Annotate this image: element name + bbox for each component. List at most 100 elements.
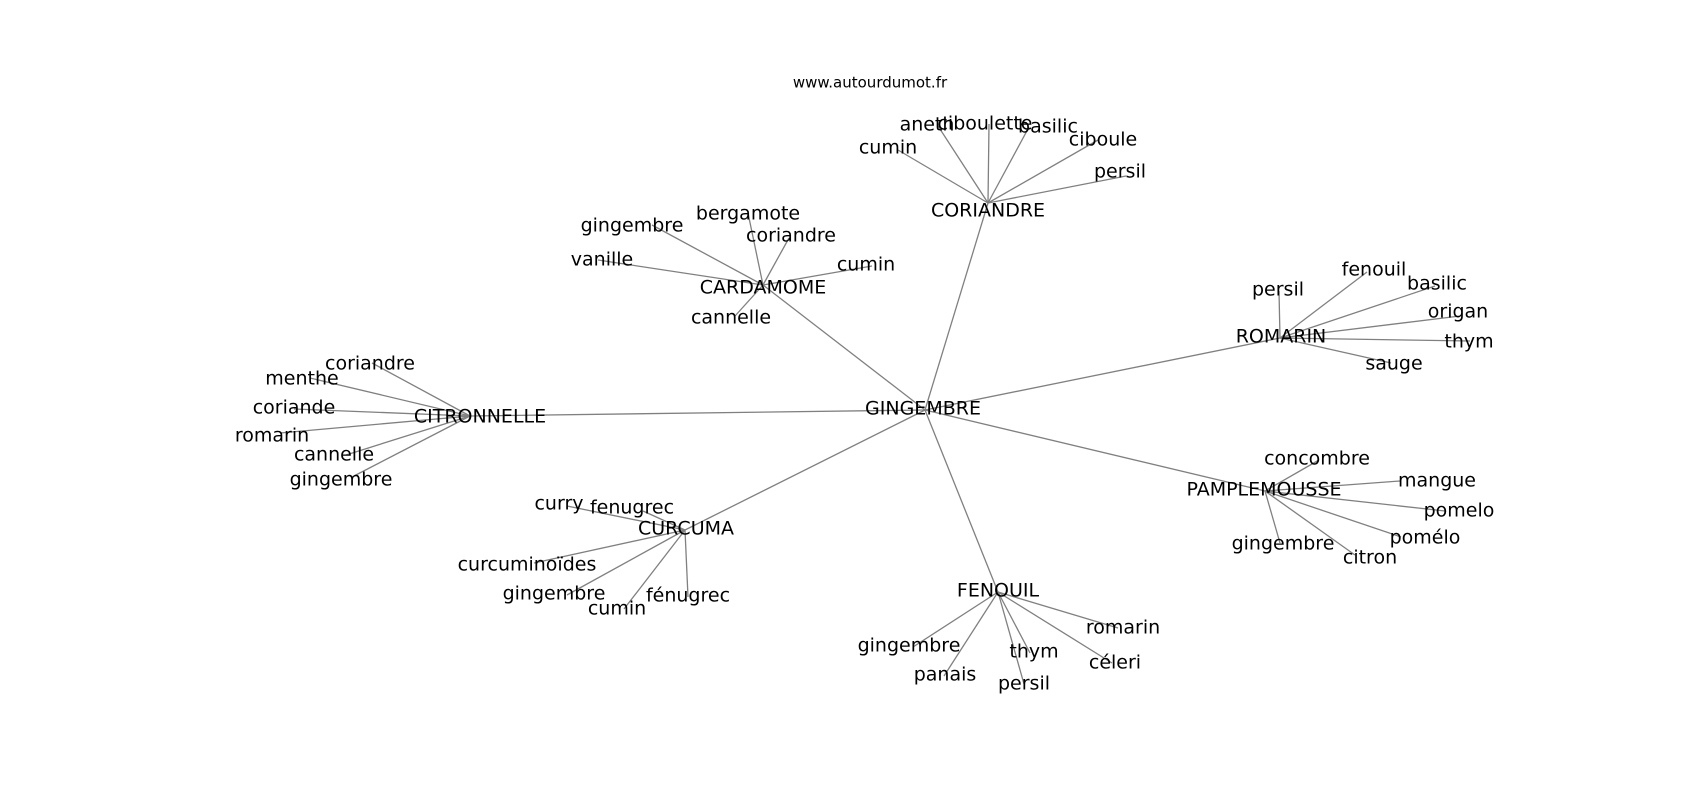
graph-edges xyxy=(279,123,1471,685)
edge-hub-to-leaf xyxy=(1279,271,1368,339)
edge-hub-to-leaf xyxy=(943,591,999,677)
leaf-node-label: citron xyxy=(1343,547,1397,569)
edge-hub-to-leaf xyxy=(997,591,1025,685)
hub-node-label: CORIANDRE xyxy=(931,200,1045,222)
edge-hub-to-leaf xyxy=(309,377,471,417)
leaf-node-label: cumin xyxy=(588,598,646,620)
edge-hub-to-leaf xyxy=(684,529,689,598)
edge-center-to-hub xyxy=(469,409,926,417)
edge-hub-to-leaf xyxy=(987,123,990,204)
edge-hub-to-leaf xyxy=(912,591,999,648)
edge-hub-to-leaf xyxy=(345,415,471,456)
leaf-node-label: ciboule xyxy=(1069,129,1137,151)
edge-hub-to-leaf xyxy=(651,224,764,286)
edge-hub-to-leaf xyxy=(1279,337,1471,342)
leaf-node-label: aneth xyxy=(900,114,955,136)
leaf-node-label: persil xyxy=(1252,279,1304,301)
leaf-node-label: gingembre xyxy=(581,215,684,237)
leaf-node-label: concombre xyxy=(1264,448,1370,470)
leaf-node-label: pomelo xyxy=(1424,500,1495,522)
leaf-node-label: gingembre xyxy=(858,635,961,657)
edge-hub-to-leaf xyxy=(351,415,471,478)
edge-hub-to-leaf xyxy=(1264,490,1281,544)
edge-hub-to-leaf xyxy=(1264,490,1446,512)
graph-labels: GINGEMBRECORIANDREcuminanethcibouletteba… xyxy=(235,113,1495,695)
edge-hub-to-leaf xyxy=(279,415,471,434)
leaf-node-label: romarin xyxy=(1086,617,1160,639)
leaf-node-label: vanille xyxy=(571,249,633,271)
edge-hub-to-leaf xyxy=(762,237,790,286)
edge-center-to-hub xyxy=(924,409,1266,492)
edge-hub-to-leaf xyxy=(566,529,686,596)
edge-center-to-hub xyxy=(924,409,999,593)
edge-hub-to-leaf xyxy=(293,408,471,417)
leaf-node-label: gingembre xyxy=(503,583,606,605)
leaf-node-label: menthe xyxy=(265,368,338,390)
leaf-node-label: cumin xyxy=(837,254,895,276)
leaf-node-label: cannelle xyxy=(691,307,771,329)
edge-hub-to-leaf xyxy=(1279,285,1436,339)
leaf-node-label: basilic xyxy=(1407,273,1467,295)
edge-hub-to-leaf xyxy=(533,529,686,564)
edge-hub-to-leaf xyxy=(762,265,873,286)
edge-hub-to-leaf xyxy=(987,175,1127,204)
edge-hub-to-leaf xyxy=(987,126,1030,204)
leaf-node-label: thym xyxy=(1444,331,1493,353)
edge-center-to-hub xyxy=(924,202,989,411)
hub-node-label: FENOUIL xyxy=(957,580,1040,602)
leaf-node-label: cannelle xyxy=(294,444,374,466)
edge-hub-to-leaf xyxy=(897,149,989,204)
edge-hub-to-leaf xyxy=(997,591,1113,664)
hub-node-label: PAMPLEMOUSSE xyxy=(1186,479,1341,501)
leaf-node-label: ciboulette xyxy=(937,113,1032,135)
edge-hub-to-leaf xyxy=(987,139,1099,204)
leaf-node-label: panais xyxy=(914,664,977,686)
edge-center-to-hub xyxy=(924,337,1281,411)
leaf-node-label: origan xyxy=(1428,301,1488,323)
leaf-node-label: pomélo xyxy=(1390,527,1461,549)
edge-hub-to-leaf xyxy=(642,510,686,531)
leaf-node-label: curcuminoïdes xyxy=(458,554,597,576)
edge-hub-to-leaf xyxy=(1279,337,1392,364)
leaf-node-label: thym xyxy=(1009,641,1058,663)
edge-hub-to-leaf xyxy=(371,362,471,417)
leaf-node-label: céleri xyxy=(1089,652,1141,674)
edge-hub-to-leaf xyxy=(747,212,764,286)
leaf-node-label: fenouil xyxy=(1342,259,1407,281)
leaf-node-label: basilic xyxy=(1018,116,1078,138)
leaf-node-label: sauge xyxy=(1365,353,1422,375)
edge-hub-to-leaf xyxy=(1264,480,1401,492)
edge-hub-to-leaf xyxy=(597,259,764,286)
edge-center-to-hub xyxy=(684,409,926,531)
hub-node-label: CITRONNELLE xyxy=(414,406,546,428)
edge-hub-to-leaf xyxy=(937,125,989,204)
edge-hub-to-leaf xyxy=(1264,459,1320,492)
leaf-node-label: coriandre xyxy=(325,353,415,375)
hub-node-label: CARDAMOME xyxy=(700,277,827,299)
hub-node-label: CURCUMA xyxy=(638,518,734,540)
hub-node-label: ROMARIN xyxy=(1236,326,1327,348)
leaf-node-label: coriande xyxy=(253,397,336,419)
edge-hub-to-leaf xyxy=(997,591,1119,629)
edge-hub-to-leaf xyxy=(566,505,686,531)
leaf-node-label: mangue xyxy=(1398,470,1476,492)
edge-hub-to-leaf xyxy=(997,591,1031,654)
leaf-node-label: curry xyxy=(534,493,583,515)
leaf-node-label: bergamote xyxy=(696,203,800,225)
leaf-node-label: persil xyxy=(1094,161,1146,183)
edge-hub-to-leaf xyxy=(1279,315,1461,339)
edge-center-to-hub xyxy=(762,284,926,411)
source-url: www.autourdumot.fr xyxy=(793,74,948,92)
edge-hub-to-leaf xyxy=(734,284,764,317)
edge-hub-to-leaf xyxy=(1278,290,1281,339)
leaf-node-label: fenugrec xyxy=(590,497,674,519)
edge-hub-to-leaf xyxy=(623,529,686,610)
leaf-node-label: fénugrec xyxy=(646,585,730,607)
leaf-node-label: romarin xyxy=(235,425,309,447)
leaf-node-label: persil xyxy=(998,673,1050,695)
leaf-node-label: gingembre xyxy=(290,469,393,491)
edge-hub-to-leaf xyxy=(1264,490,1356,556)
leaf-node-label: gingembre xyxy=(1232,533,1335,555)
edge-hub-to-leaf xyxy=(1264,490,1402,538)
